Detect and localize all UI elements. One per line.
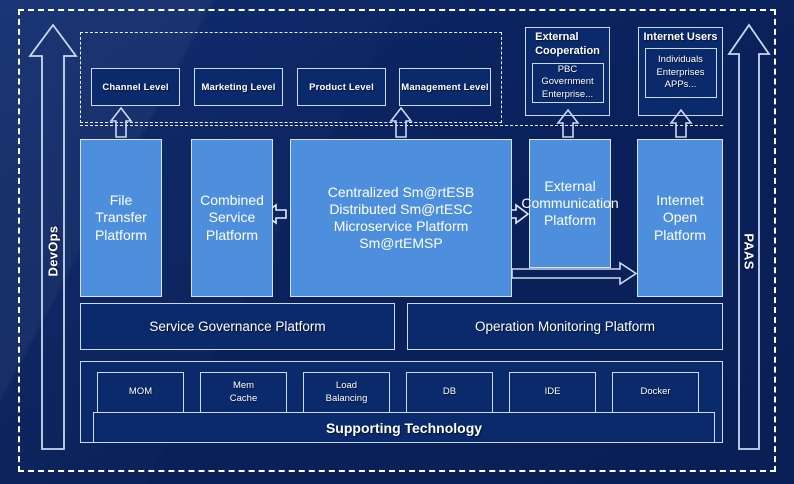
platform-line: External: [544, 177, 596, 194]
platform-line: Distributed Sm@rtESC: [329, 200, 473, 217]
internet-users-title: Internet Users: [644, 31, 718, 45]
supporting-technology-label: Supporting Technology: [325, 419, 483, 436]
title-line: Cooperation: [535, 44, 600, 57]
supporting-item-load-balancing[interactable]: Load Balancing: [303, 372, 390, 413]
platform-file-transfer[interactable]: File Transfer Platform: [80, 139, 162, 297]
row-label: Operation Monitoring Platform: [474, 319, 656, 334]
platform-line: Transfer: [95, 209, 147, 226]
title-line: External: [535, 31, 579, 43]
inner-line: PBC Government: [541, 63, 594, 88]
devops-arrow-label: DevOps: [45, 225, 61, 277]
platform-esb-esc-emsp[interactable]: Centralized Sm@rtESB Distributed Sm@rtES…: [290, 139, 512, 297]
inner-line: Enterprises: [656, 66, 705, 78]
platform-line: Combined: [200, 192, 264, 209]
paas-arrow-shape: [727, 23, 771, 450]
inner-line: Enterprise...: [541, 88, 594, 100]
level-label: Management Level: [401, 81, 489, 93]
tech-line: Docker: [640, 386, 671, 398]
platform-line: Centralized Sm@rtESB: [327, 183, 475, 200]
platform-line: Service: [208, 209, 256, 226]
platform-line: Internet: [656, 192, 704, 209]
supporting-item-docker[interactable]: Docker: [612, 372, 699, 413]
external-cooperation-inner: PBC Government Enterprise...: [531, 62, 604, 103]
platform-line: Platform: [205, 226, 259, 243]
inner-line: Individuals: [658, 54, 703, 66]
tech-line: IDE: [544, 386, 561, 398]
supporting-item-db[interactable]: DB: [406, 372, 493, 413]
platform-line: Microservice Platform Sm@rtEMSP: [333, 218, 469, 252]
platform-line: Communication: [521, 194, 619, 211]
platform-combined-service[interactable]: Combined Service Platform: [191, 139, 273, 297]
external-cooperation-box[interactable]: External Cooperation PBC Government Ente…: [525, 27, 610, 116]
tech-line: Mem: [232, 380, 255, 392]
level-box-management[interactable]: Management Level: [399, 68, 491, 106]
level-label: Marketing Level: [201, 81, 276, 93]
devops-arrow-shape: [28, 23, 78, 450]
paas-arrow-label: PAAS: [741, 233, 757, 270]
platform-line: Platform: [94, 226, 148, 243]
level-platform-separator: [80, 125, 723, 126]
service-governance-platform[interactable]: Service Governance Platform: [80, 303, 395, 350]
supporting-technology-band[interactable]: Supporting Technology: [93, 412, 715, 443]
platform-line: Platform: [653, 226, 707, 243]
tech-line: Load: [335, 380, 358, 392]
level-box-product[interactable]: Product Level: [297, 68, 386, 106]
paas-arrow: PAAS: [727, 22, 771, 452]
level-label: Channel Level: [102, 81, 169, 93]
level-box-marketing[interactable]: Marketing Level: [194, 68, 283, 106]
operation-monitoring-platform[interactable]: Operation Monitoring Platform: [407, 303, 723, 350]
internet-users-inner: Individuals Enterprises APPs...: [644, 47, 717, 98]
outer-boundary: [18, 9, 776, 472]
platform-line: File: [109, 192, 133, 209]
business-levels-group: [80, 32, 502, 123]
supporting-item-mom[interactable]: MOM: [97, 372, 184, 413]
tech-line: Balancing: [325, 392, 368, 404]
level-label: Product Level: [309, 81, 374, 93]
tech-line: DB: [442, 386, 457, 398]
platform-internet-open[interactable]: Internet Open Platform: [637, 139, 723, 297]
external-cooperation-title: External Cooperation: [535, 31, 600, 59]
tech-line: Cache: [229, 392, 258, 404]
inner-line: APPs...: [664, 78, 697, 90]
supporting-item-ide[interactable]: IDE: [509, 372, 596, 413]
title-line: Internet Users: [643, 31, 718, 43]
internet-users-box[interactable]: Internet Users Individuals Enterprises A…: [638, 27, 723, 116]
platform-external-communication[interactable]: External Communication Platform: [521, 139, 619, 268]
level-box-channel[interactable]: Channel Level: [91, 68, 180, 106]
platform-line: Platform: [543, 212, 597, 229]
devops-arrow: DevOps: [28, 22, 78, 452]
row-label: Service Governance Platform: [149, 319, 326, 334]
supporting-item-mem-cache[interactable]: Mem Cache: [200, 372, 287, 413]
tech-line: MOM: [128, 386, 153, 398]
platform-line: Open: [662, 209, 698, 226]
